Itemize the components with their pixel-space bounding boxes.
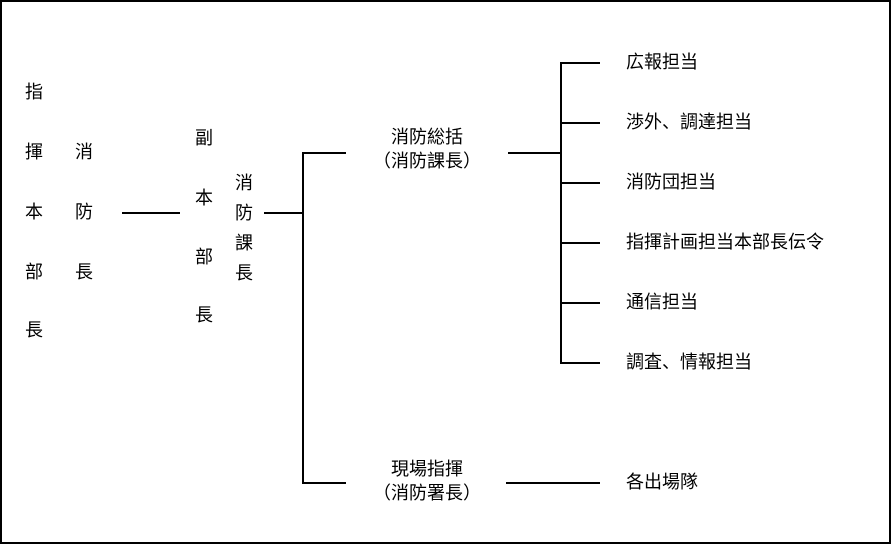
section-chief-vertical-label: 消 防 課 長 — [234, 2, 254, 542]
connector-line — [302, 152, 304, 484]
chief-char: 本 — [25, 202, 43, 223]
duty-item: 広報担当 — [626, 52, 698, 73]
fire-chief-vertical-label: 消 防 長 — [74, 2, 94, 542]
duty-item: 調査、情報担当 — [626, 352, 752, 373]
deputy-vertical-label: 副 本 部 長 — [194, 2, 214, 542]
duty-item: 消防団担当 — [626, 172, 716, 193]
chief-char: 指 — [25, 82, 43, 103]
deputy-char: 部 — [195, 247, 213, 268]
connector-line — [302, 482, 346, 484]
chief-vertical-label: 指 揮 本 部 長 — [24, 2, 44, 542]
section-chief-char: 防 — [235, 203, 253, 224]
chief-char: 揮 — [25, 142, 43, 163]
duty-item: 通信担当 — [626, 292, 698, 313]
deputy-char: 長 — [195, 305, 213, 326]
connector-line — [302, 152, 346, 154]
deputy-char: 副 — [195, 128, 213, 149]
deputy-char: 本 — [195, 188, 213, 209]
duty-item: 渉外、調達担当 — [626, 112, 752, 133]
general-affairs-title: 消防総括 — [391, 127, 463, 148]
connector-line — [560, 302, 600, 304]
connector-line — [506, 482, 600, 484]
connector-line — [560, 122, 600, 124]
section-chief-char: 消 — [235, 173, 253, 194]
section-chief-char: 長 — [235, 263, 253, 284]
connector-line — [508, 152, 562, 154]
general-affairs-node: 消防総括 （消防課長） — [348, 126, 506, 174]
field-command-role: （消防署長） — [373, 483, 481, 504]
connector-line — [122, 212, 180, 214]
general-affairs-role: （消防課長） — [373, 151, 481, 172]
fire-chief-char: 防 — [75, 202, 93, 223]
fire-chief-char: 長 — [75, 262, 93, 283]
connector-line — [560, 62, 600, 64]
fire-chief-char: 消 — [75, 142, 93, 163]
field-command-node: 現場指揮 （消防署長） — [348, 458, 506, 506]
field-units-label: 各出場隊 — [626, 472, 698, 493]
connector-line — [264, 212, 304, 214]
field-command-title: 現場指揮 — [391, 459, 463, 480]
section-chief-char: 課 — [235, 233, 253, 254]
connector-line — [560, 362, 600, 364]
connector-line — [560, 242, 600, 244]
chief-char: 長 — [25, 320, 43, 341]
duty-item: 指揮計画担当本部長伝令 — [626, 232, 824, 253]
connector-line — [560, 182, 600, 184]
connector-line — [560, 62, 562, 364]
chief-char: 部 — [25, 262, 43, 283]
